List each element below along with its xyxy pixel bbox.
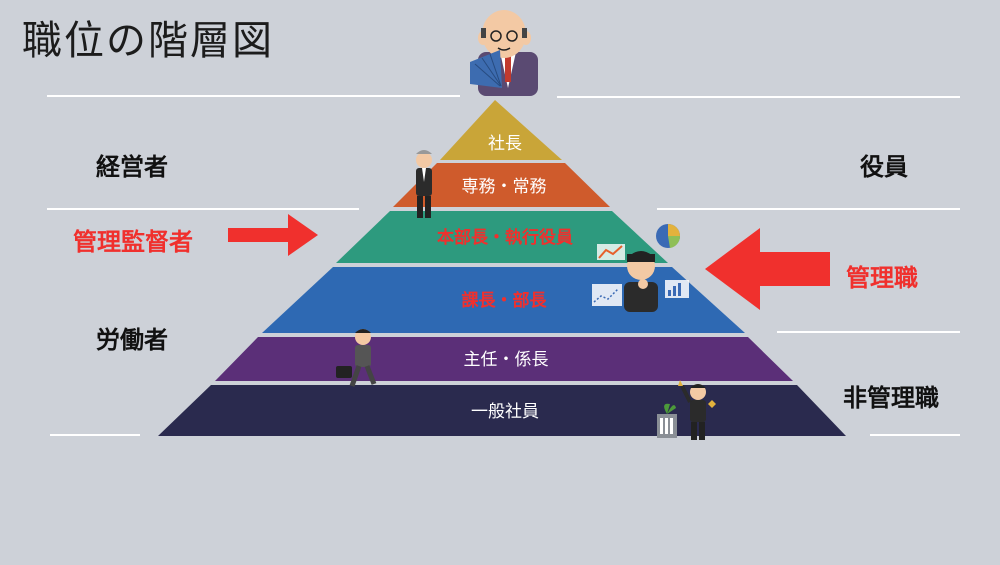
label-managers: 管理職 [846,264,918,292]
right-arrow-icon [228,214,318,256]
running-businessman-with-briefcase-icon [336,329,377,387]
label-officers: 役員 [860,153,908,181]
page-title: 職位の階層図 [22,18,274,64]
level-1-band [440,100,562,160]
standing-businessman-icon [416,150,432,218]
label-supervisors: 管理監督者 [73,228,193,256]
cheering-employee-with-plant-icon [657,380,716,440]
level-4-band [262,267,745,333]
divider-mid-right [657,208,960,210]
bald-ceo-with-fan-icon [470,10,538,96]
label-workers: 労働者 [96,326,168,354]
divider-low-right [777,331,960,333]
level-1-label: 社長 [488,134,522,154]
level-5-label: 主任・係長 [464,350,549,370]
divider-bottom-right [870,434,960,436]
level-2-band [393,163,610,207]
divider-top-right [557,96,960,98]
level-6-label: 一般社員 [471,402,539,422]
left-arrow-icon [705,228,830,310]
divider-top-left [47,95,460,97]
chart-icons [592,224,689,306]
thinking-manager-with-charts-icon [624,251,658,312]
label-executives: 経営者 [96,153,168,181]
level-3-label: 本部長・執行役員 [437,227,573,248]
level-4-label: 課長・部長 [462,290,548,311]
divider-mid-left [47,208,359,210]
label-non-managers: 非管理職 [843,384,939,412]
level-3-band [336,211,668,263]
divider-bottom-left [50,434,140,436]
level-2-label: 専務・常務 [462,177,547,197]
